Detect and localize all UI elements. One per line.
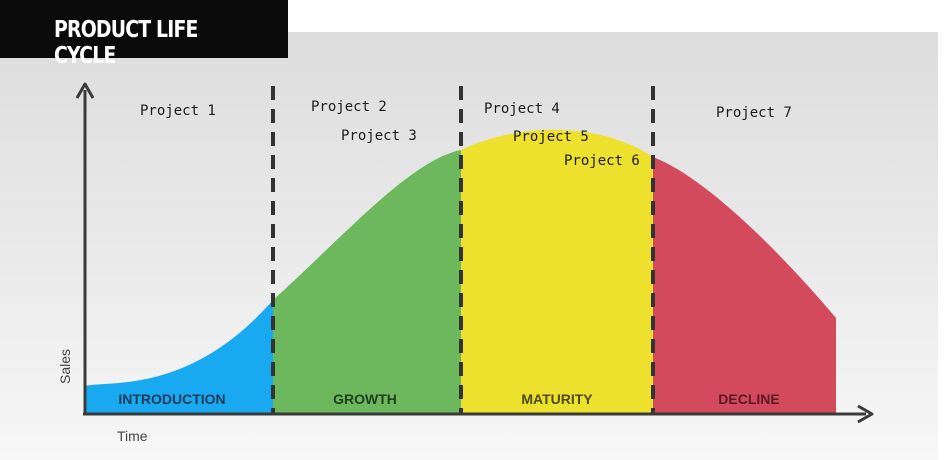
stage-label-decline: DECLINE xyxy=(718,391,779,407)
stage-label-growth: GROWTH xyxy=(333,391,397,407)
y-axis-arrow xyxy=(75,82,95,99)
stage-area-introduction xyxy=(85,300,273,414)
x-axis-label: Time xyxy=(117,428,148,444)
stage-label-maturity: MATURITY xyxy=(521,391,593,407)
diagram-title: PRODUCT LIFE CYCLE xyxy=(54,17,198,69)
project-label: Project 3 xyxy=(341,128,417,144)
project-label: Project 6 xyxy=(564,153,640,169)
stage-area-decline xyxy=(653,157,836,414)
project-label: Project 1 xyxy=(140,103,216,119)
project-label: Project 4 xyxy=(484,101,560,117)
stage-area-maturity xyxy=(461,129,653,414)
stage-area-growth xyxy=(273,150,461,414)
stage-label-introduction: INTRODUCTION xyxy=(118,391,225,407)
project-label: Project 2 xyxy=(311,99,387,115)
project-label: Project 7 xyxy=(716,105,792,121)
title-banner: PRODUCT LIFE CYCLE xyxy=(0,0,288,69)
project-label: Project 5 xyxy=(513,129,589,145)
x-axis-arrow xyxy=(857,404,874,424)
y-axis-label: Sales xyxy=(57,349,73,384)
